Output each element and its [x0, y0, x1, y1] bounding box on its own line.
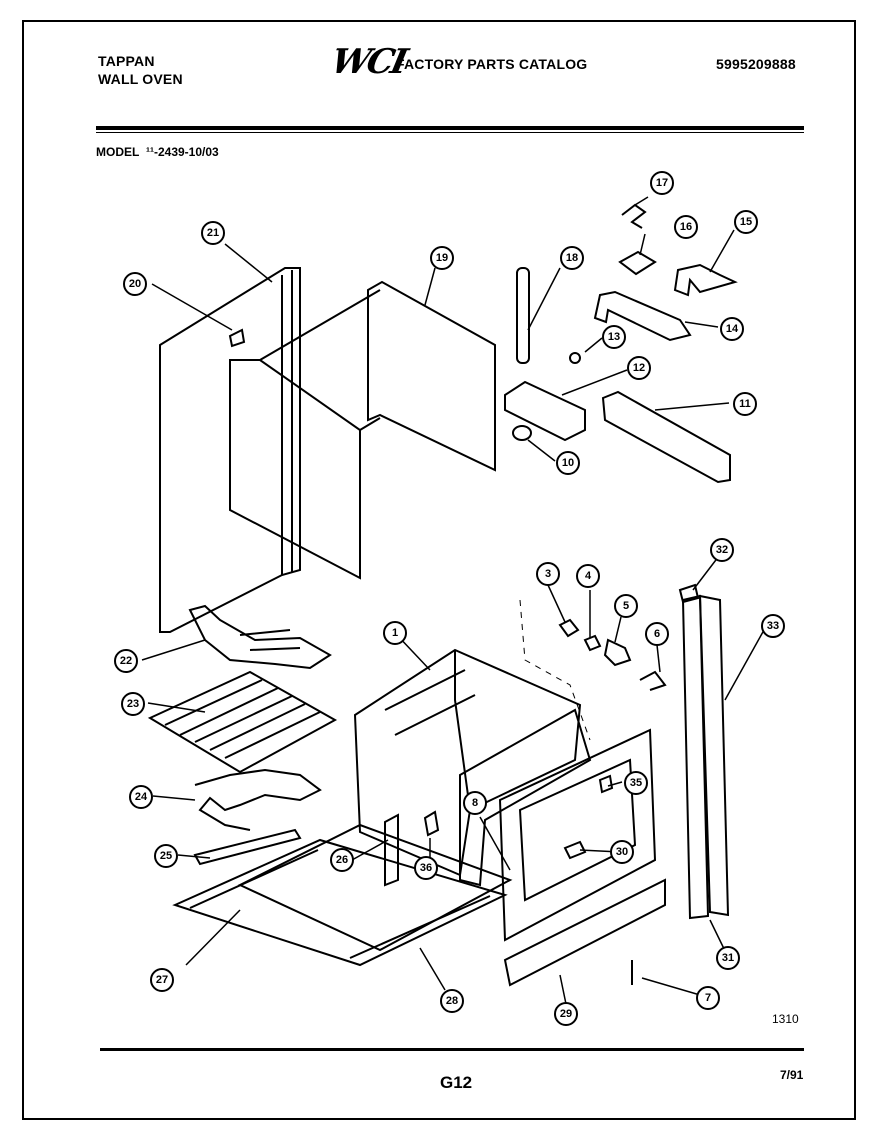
header-rule-thin: [96, 132, 804, 133]
part-6-wire: [639, 670, 667, 691]
callout-26: 26: [330, 848, 354, 872]
callout-13: 13: [602, 325, 626, 349]
part-27-door-panel: [172, 838, 508, 967]
callout-24: 24: [129, 785, 153, 809]
callout-18: 18: [560, 246, 584, 270]
callout-30: 30: [610, 840, 634, 864]
revision-date: 7/91: [780, 1068, 804, 1082]
callout-15: 15: [734, 210, 758, 234]
part-22-broil-element: [188, 604, 332, 670]
callout-7: 7: [696, 986, 720, 1010]
part-13-screw: [569, 352, 581, 364]
part-18-tube: [516, 267, 530, 364]
part-11-bracket: [601, 390, 731, 484]
page-frame: [22, 20, 856, 1120]
part-31-trim: [681, 594, 710, 920]
part-1-oven-liner: [353, 648, 582, 877]
callout-27: 27: [150, 968, 174, 992]
model-number: ¹¹-2439-10/03: [146, 145, 219, 159]
part-front-frame: [498, 728, 657, 942]
drawing-code: 1310: [772, 1012, 799, 1026]
page-number: G12: [440, 1073, 473, 1092]
callout-3: 3: [536, 562, 560, 586]
part-19-side-panel: [367, 280, 496, 472]
part-33-trim: [698, 594, 730, 917]
callout-11: 11: [733, 392, 757, 416]
callout-35: 35: [624, 771, 648, 795]
part-20-tab: [228, 328, 246, 348]
callout-14: 14: [720, 317, 744, 341]
part-24-bake-element: [194, 768, 322, 831]
part-5-socket: [603, 638, 632, 667]
brand-name: TAPPAN: [98, 53, 155, 69]
part-16-block: [618, 250, 657, 276]
part-10-knob: [512, 425, 532, 441]
callout-29: 29: [554, 1002, 578, 1026]
part-15-duct: [673, 263, 738, 297]
callout-21: 21: [201, 221, 225, 245]
callout-6: 6: [645, 622, 669, 646]
part-36-bracket: [423, 810, 440, 837]
part-32-clip: [678, 583, 700, 604]
header-rule: [96, 126, 804, 130]
side-panel-front: [229, 359, 361, 580]
callout-23: 23: [121, 692, 145, 716]
part-29-control-panel: [503, 878, 666, 987]
callout-33: 33: [761, 614, 785, 638]
part-35-clip: [598, 774, 614, 794]
part-21-back-panel: [159, 267, 301, 633]
callout-22: 22: [114, 649, 138, 673]
callout-8: 8: [463, 791, 487, 815]
callout-12: 12: [627, 356, 651, 380]
catalog-number: 5995209888: [716, 56, 796, 72]
part-3-switch: [558, 618, 580, 638]
callout-5: 5: [614, 594, 638, 618]
part-4-lamp: [583, 634, 602, 652]
callout-31: 31: [716, 946, 740, 970]
part-26-hinge: [384, 813, 399, 887]
product-type: WALL OVEN: [98, 71, 183, 87]
part-25-bracket: [193, 828, 302, 866]
part-17-clip: [621, 203, 647, 229]
part-30-hinge: [563, 840, 587, 860]
callout-36: 36: [414, 856, 438, 880]
callout-19: 19: [430, 246, 454, 270]
part-8-frame: [459, 708, 592, 887]
catalog-title: FACTORY PARTS CATALOG: [396, 56, 588, 72]
leader-lines: [141, 196, 765, 1005]
part-12-cover: [504, 380, 586, 442]
callout-17: 17: [650, 171, 674, 195]
footer-rule: [100, 1048, 804, 1051]
model-label: MODEL: [96, 145, 140, 159]
part-14-duct: [593, 290, 692, 342]
callout-28: 28: [440, 989, 464, 1013]
callout-20: 20: [123, 272, 147, 296]
callout-10: 10: [556, 451, 580, 475]
callout-25: 25: [154, 844, 178, 868]
callout-16: 16: [674, 215, 698, 239]
part-28-door-liner: [237, 823, 513, 952]
callout-4: 4: [576, 564, 600, 588]
part-23-oven-rack: [147, 670, 338, 774]
callout-32: 32: [710, 538, 734, 562]
callout-1: 1: [383, 621, 407, 645]
